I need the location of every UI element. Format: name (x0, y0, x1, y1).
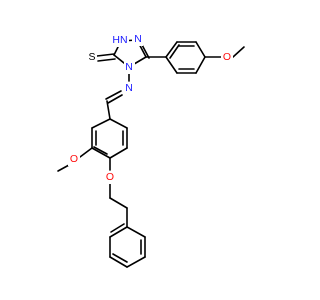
atom-labels: HN N N N S O O O (68, 33, 233, 184)
atom-s: S (86, 51, 97, 64)
bond-ph4-double (112, 253, 128, 263)
bond-ch2-ph (109, 197, 128, 209)
bond-n-ch-1 (107, 94, 123, 104)
molecule-canvas: HN N N N S O O O (57, 33, 245, 268)
bond-ph2-double (110, 223, 125, 233)
atom-nh: HN (111, 34, 129, 47)
atom-label-nh: HN (112, 34, 127, 46)
atom-label-n-imine: N (125, 82, 133, 94)
atom-n4: N (124, 61, 135, 74)
bond-cr3-inner (93, 146, 108, 155)
atom-label-s: S (88, 51, 95, 63)
bond-o-me-left (57, 164, 70, 172)
bond-ph4 (109, 256, 128, 268)
bond-cr-o-left (79, 147, 93, 158)
bond-ph5 (126, 256, 146, 268)
bond-n-ch-2 (105, 90, 122, 100)
atom-n2: N (132, 33, 143, 46)
left-methoxy-group (57, 147, 93, 172)
benzyloxy-group (109, 157, 128, 209)
atom-label-n4: N (125, 61, 133, 73)
bond-cr3 (91, 147, 111, 159)
bond-cr4 (109, 147, 128, 159)
bond-ar1 (165, 41, 178, 58)
atom-label-o-left: O (70, 153, 78, 165)
bond-c-s-2 (97, 58, 116, 62)
bond-ar3 (195, 41, 206, 58)
atom-label-o-benzyloxy: O (106, 171, 114, 183)
bond-ph7 (126, 226, 146, 238)
methoxyphenyl-ring (145, 41, 245, 74)
bond-o-me (232, 46, 245, 58)
central-benzene-ring (91, 118, 128, 159)
bond-ph2 (109, 226, 128, 238)
atom-label-n2: N (134, 33, 142, 45)
bond-cr1 (91, 118, 111, 129)
bond-ar4 (195, 56, 206, 74)
atom-o-benzyloxy: O (104, 171, 116, 184)
atom-o-methoxy-left: O (68, 153, 80, 166)
bond-cr6 (109, 118, 128, 129)
phenyl-ring (109, 207, 146, 268)
bond-c-s-1 (96, 53, 115, 57)
bond-ar6-inner (169, 44, 180, 59)
atom-n-imine: N (124, 82, 135, 95)
atom-label-o-right: O (223, 51, 231, 63)
bond-ar6 (165, 56, 178, 74)
structure-diagram: HN N N N S O O O (57, 33, 245, 268)
bond-ch-aryl (106, 100, 111, 120)
atom-o-methoxy-right: O (221, 51, 233, 64)
thione-group (96, 53, 116, 62)
